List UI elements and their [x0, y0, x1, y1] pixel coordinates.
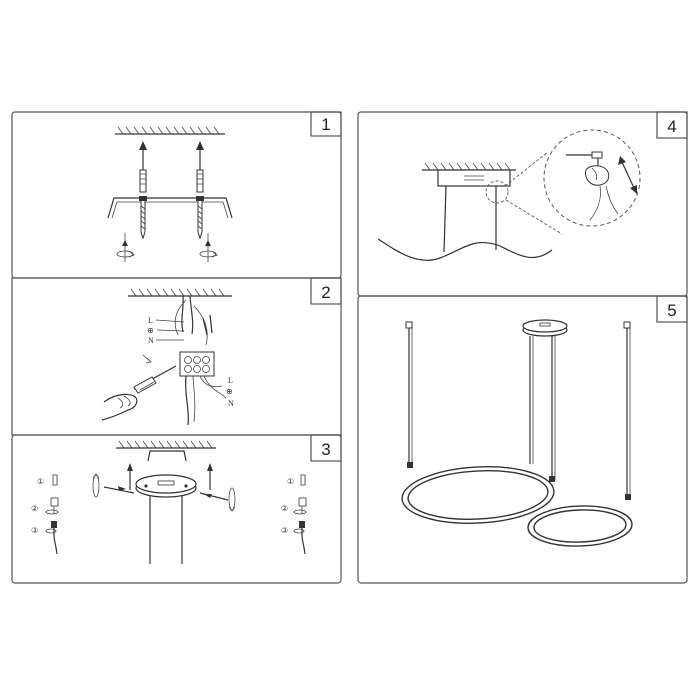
panel-5: 5 — [357, 295, 688, 584]
ceiling — [128, 288, 232, 297]
label-ground-bottom: ⊕ — [226, 387, 233, 396]
wall-plug-right — [196, 169, 204, 193]
gripper-adjust-detail — [566, 151, 619, 221]
panel-3: 3 — [11, 434, 342, 584]
lamp-cable — [184, 375, 190, 426]
step-3-label-right: ③ — [281, 526, 288, 535]
step-1-label-left: ① — [37, 477, 44, 486]
cable-left — [443, 185, 447, 253]
panel-4-frame — [357, 111, 688, 297]
screw-right — [196, 196, 204, 240]
panel-3-number: 3 — [321, 440, 330, 459]
label-line-top: L — [148, 316, 153, 325]
ceiling — [422, 162, 516, 171]
label-ground-top: ⊕ — [147, 326, 154, 335]
lamp-ring-large — [401, 466, 555, 524]
up-arrow-left — [127, 463, 133, 490]
panel-2-number: 2 — [321, 283, 330, 302]
panel-2-frame — [11, 277, 342, 436]
step-1-label-right: ① — [287, 477, 294, 486]
mounting-bracket — [107, 197, 233, 219]
up-arrow-right — [207, 463, 213, 490]
terminal-block — [179, 351, 215, 377]
panel-4-number-box — [656, 111, 688, 139]
ceiling — [115, 126, 225, 135]
panel-4: 4 — [357, 111, 688, 297]
detail-marker — [485, 180, 509, 204]
anchor-left — [405, 321, 413, 329]
arrow-icon — [142, 354, 152, 364]
gripper-icon — [549, 476, 555, 482]
step-3-label-left: ③ — [31, 526, 38, 535]
panel-3-number-box — [310, 434, 342, 462]
ceiling-canopy — [522, 319, 568, 337]
panel-5-number-box — [656, 295, 688, 323]
gripper-icon-right — [293, 474, 307, 555]
panel-5-number: 5 — [667, 301, 676, 320]
gripper-icon-left — [45, 474, 59, 555]
label-neutral-bottom: N — [228, 399, 234, 408]
panel-1-frame — [11, 111, 342, 279]
gripper-icon — [407, 462, 413, 468]
zoom-lines — [504, 151, 563, 235]
step-2-label-right: ② — [281, 504, 288, 513]
adjust-arrow-icon — [618, 156, 637, 194]
lamp-ring-small — [527, 505, 633, 547]
ceiling-canopy — [135, 474, 197, 498]
anchor-right — [623, 321, 631, 329]
mounted-bracket — [147, 450, 187, 462]
lamp-ring-edge — [377, 238, 553, 261]
gripper-icon — [625, 494, 631, 500]
rotate-icon-right — [199, 233, 218, 262]
panel-1: 1 — [11, 111, 342, 279]
supply-cables — [174, 295, 213, 346]
screwdriver-icon — [133, 365, 177, 394]
panel-3-frame — [11, 434, 342, 584]
step-2-label-left: ② — [31, 504, 38, 513]
ceiling — [116, 440, 216, 449]
panel-1-number-box — [310, 111, 342, 137]
side-screw-left — [92, 473, 135, 498]
panel-5-frame — [357, 295, 688, 584]
panel-1-number: 1 — [321, 115, 330, 134]
wall-plug-left — [139, 169, 147, 193]
panel-2: 2 L ⊕ N — [11, 277, 342, 436]
label-line-bottom: L — [228, 376, 233, 385]
label-neutral-top: N — [148, 336, 154, 345]
panel-4-number: 4 — [667, 117, 676, 136]
hand-icon — [101, 393, 138, 421]
rotate-icon-left — [116, 233, 135, 262]
side-screw-right — [199, 487, 236, 512]
panel-2-number-box — [310, 277, 342, 305]
ceiling-canopy — [437, 169, 511, 187]
screw-left — [139, 196, 147, 240]
